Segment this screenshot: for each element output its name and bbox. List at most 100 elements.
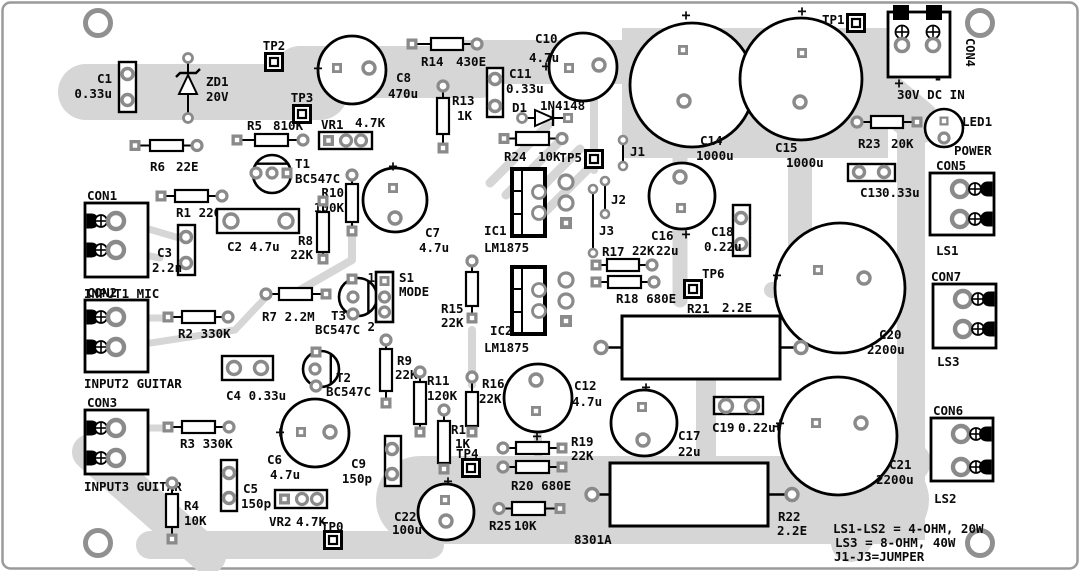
capacitor-C16-label: 22u xyxy=(656,243,679,258)
transistor-T1-label: T1 xyxy=(295,156,310,171)
capacitor-C1: C10.33u xyxy=(74,60,138,114)
diode-D1-label: 1N4148 xyxy=(540,98,585,113)
resistor-R4-label: 10K xyxy=(184,513,207,528)
capacitor-C17-label: C17 xyxy=(678,428,701,443)
capacitor-C16-label: C16 xyxy=(651,228,674,243)
resistor-R6-label: R6 xyxy=(150,159,165,174)
board-notes-label: J1-J3=JUMPER xyxy=(834,549,925,564)
capacitor-C7-label: 4.7u xyxy=(419,240,449,255)
mounting-hole-bottom-right xyxy=(965,528,995,558)
resistor-R3-label: R3 330K xyxy=(180,436,233,451)
connector-CON5-label: CON5 xyxy=(936,158,966,173)
resistor-R19-label: 22K xyxy=(571,448,594,463)
capacitor-C10-label: 4.7u xyxy=(529,50,559,65)
zener-ZD1-label: ZD1 xyxy=(206,74,229,89)
switch-S1-mode-label: 1 xyxy=(367,270,375,285)
capacitor-C21-label: + xyxy=(775,414,784,432)
capacitor-C17-label: 22u xyxy=(678,444,701,459)
transistor-T1-label: BC547C xyxy=(295,171,340,186)
capacitor-C14-label: + xyxy=(681,6,690,24)
resistor-R22-label: R22 xyxy=(778,509,801,524)
board-part-number-label: 8301A xyxy=(574,532,612,547)
capacitor-C10-label: + xyxy=(541,57,550,75)
capacitor-C8-label: 470u xyxy=(388,86,418,101)
connector-CON4-dc-in-label: 30V DC IN xyxy=(897,87,965,102)
resistor-R9-label: R9 xyxy=(397,353,412,368)
resistor-R6-label: 22E xyxy=(176,159,199,174)
capacitor-C1-label: C1 xyxy=(97,71,112,86)
capacitor-C22-label: + xyxy=(443,472,452,490)
jumper-J1: J1 xyxy=(617,134,645,172)
capacitor-C5-label: 150p xyxy=(241,496,271,511)
transistor-T2-label: BC547C xyxy=(326,384,371,399)
resistor-R23-label: R23 xyxy=(858,136,881,151)
resistor-R15-label: 22K xyxy=(441,315,464,330)
resistor-R11-label: R11 xyxy=(427,373,450,388)
resistor-R20: R20 680E xyxy=(496,459,571,493)
ic-IC1-LM1875-label: LM1875 xyxy=(484,240,529,255)
connector-CON2-label: CON2 xyxy=(87,285,117,300)
connector-CON4-dc-in-label: CON4 xyxy=(963,38,977,67)
testpoint-TP0: TP0 xyxy=(321,519,344,550)
capacitor-C17-label: + xyxy=(641,378,650,396)
capacitor-C20-label: + xyxy=(772,266,781,284)
capacitor-C21-label: 2200u xyxy=(876,472,914,487)
board-notes-label: LS1-LS2 = 4-OHM, 20W xyxy=(833,521,984,536)
capacitor-C2-label: C2 4.7u xyxy=(227,239,280,254)
resistor-R25-label: R25 xyxy=(489,518,512,533)
capacitor-C12-label: + xyxy=(532,427,541,445)
resistor-R14-label: R14 xyxy=(421,54,444,69)
connector-CON4-dc-in-label: + xyxy=(894,74,903,92)
capacitor-C18-label: 0.22u xyxy=(704,239,742,254)
testpoint-TP5-label: TP5 xyxy=(559,150,582,165)
testpoint-TP1-label: TP1 xyxy=(822,12,845,27)
capacitor-C20-label: 2200u xyxy=(867,342,905,357)
resistor-R23: R23 20K xyxy=(850,114,923,151)
capacitor-C3-label: C3 xyxy=(157,245,172,260)
resistor-R2-label: R2 330K xyxy=(178,326,231,341)
connector-CON1-label: CON1 xyxy=(87,188,117,203)
capacitor-C3: C32.2n xyxy=(152,223,197,277)
capacitor-C6: +C64.7u xyxy=(267,397,351,482)
capacitor-C10-label: C10 xyxy=(535,31,558,46)
connector-CON6-label: CON6 xyxy=(933,403,963,418)
testpoint-TP5: TP5 xyxy=(559,149,604,169)
capacitor-C11-label: 0.33u xyxy=(506,81,544,96)
switch-S1-mode-label: S1 xyxy=(399,270,414,285)
connector-CON3-label: CON3 xyxy=(87,395,117,410)
capacitor-C6-label: 4.7u xyxy=(270,467,300,482)
resistor-R4-label: R4 xyxy=(184,498,199,513)
resistor-R23-label: 20K xyxy=(891,136,914,151)
jumper-J3-label: J3 xyxy=(599,223,614,238)
capacitor-C19-label: + xyxy=(773,417,782,435)
ic-IC2-LM1875-label: IC2 xyxy=(490,323,513,338)
testpoint-TP2-label: TP2 xyxy=(263,38,286,53)
testpoint-TP3-label: TP3 xyxy=(291,90,314,105)
resistor-R25-label: 10K xyxy=(514,518,537,533)
